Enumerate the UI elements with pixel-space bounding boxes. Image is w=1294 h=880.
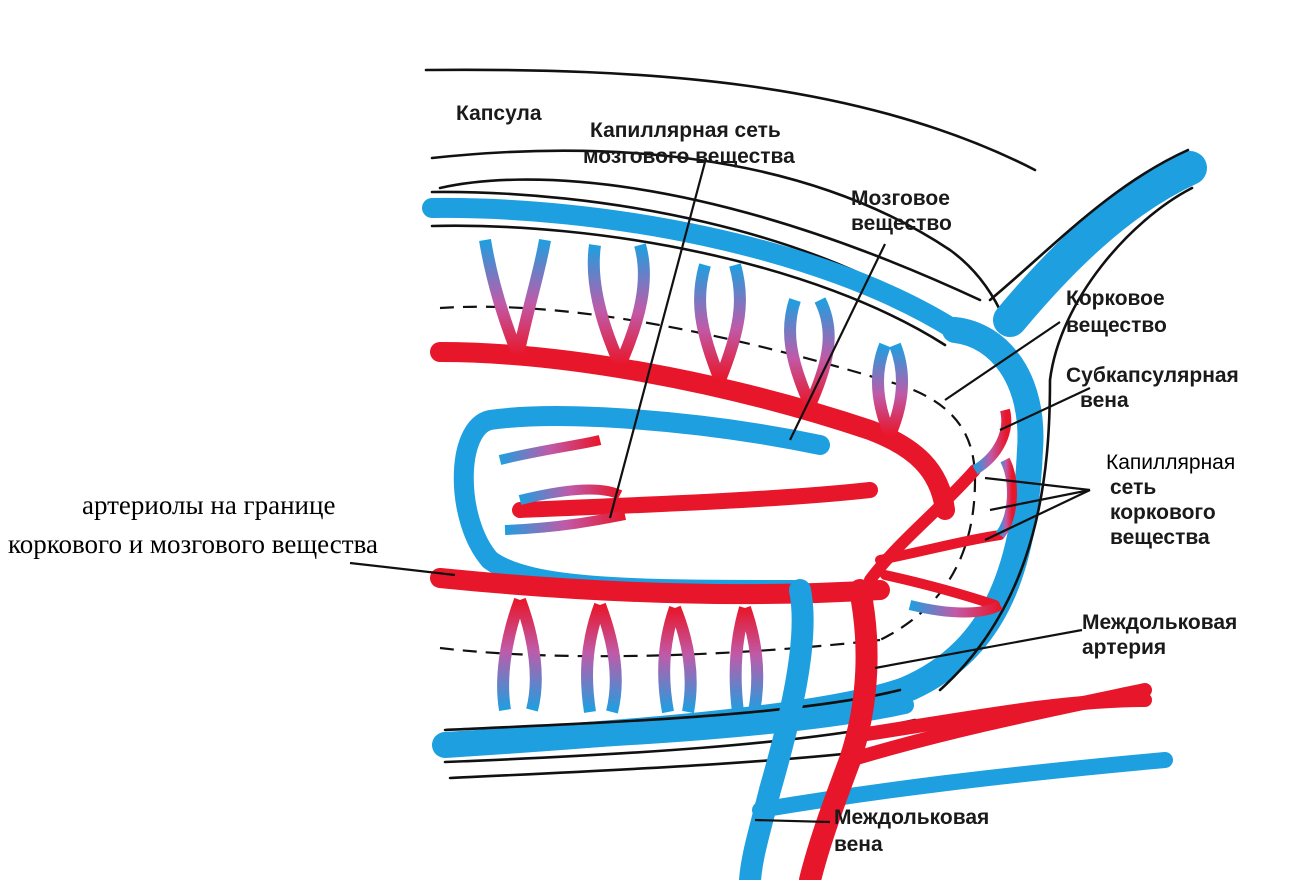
- subcapsular-vein-label-1: Субкапсулярная: [1066, 364, 1239, 387]
- capsule-label: Капсула: [456, 102, 542, 125]
- interlobular-artery-vessel: [799, 579, 1152, 880]
- interlobular-vein-label-2: вена: [834, 833, 883, 856]
- interlobular-vein-vessel: [739, 579, 1173, 880]
- interlobular-vein-label-1: Междольковая: [834, 806, 989, 829]
- lower-capillary-loops: [497, 597, 764, 714]
- subcapsular-vein-label-2: вена: [1080, 389, 1129, 412]
- medulla-label-1: Мозговое: [851, 187, 950, 210]
- cortical-capillary-label-3: коркового: [1110, 501, 1216, 524]
- upper-artery: [430, 342, 955, 520]
- interlobular-artery-label-1: Междольковая: [1082, 611, 1237, 634]
- cortex-label-2: вещество: [1066, 314, 1167, 337]
- upper-capillary-loops: [479, 239, 908, 438]
- interlobular-artery-label-2: артерия: [1082, 636, 1166, 659]
- arterioles-label-2: коркового и мозгового вещества: [8, 529, 378, 559]
- upper-vein: [422, 190, 965, 347]
- medullary-loop: [453, 406, 878, 600]
- cortical-capillary-label-1: Капиллярная: [1106, 451, 1235, 474]
- capsule-outline: [424, 68, 1037, 312]
- leader-lines: [349, 161, 1091, 824]
- cortical-capillary-label-4: вещества: [1110, 526, 1210, 549]
- medullary-capillary-label-1: Капиллярная сеть: [590, 119, 781, 142]
- arterioles-label-1: артериолы на границе: [82, 490, 335, 520]
- medullary-capillary-label-2: мозгового вещества: [583, 145, 795, 168]
- cortical-capillary-network: [864, 408, 1017, 618]
- medulla-label-2: вещество: [851, 212, 952, 235]
- cortex-label-1: Корковое: [1066, 287, 1165, 310]
- lower-artery: [430, 568, 890, 605]
- cortical-capillary-label-2: сеть: [1110, 476, 1156, 499]
